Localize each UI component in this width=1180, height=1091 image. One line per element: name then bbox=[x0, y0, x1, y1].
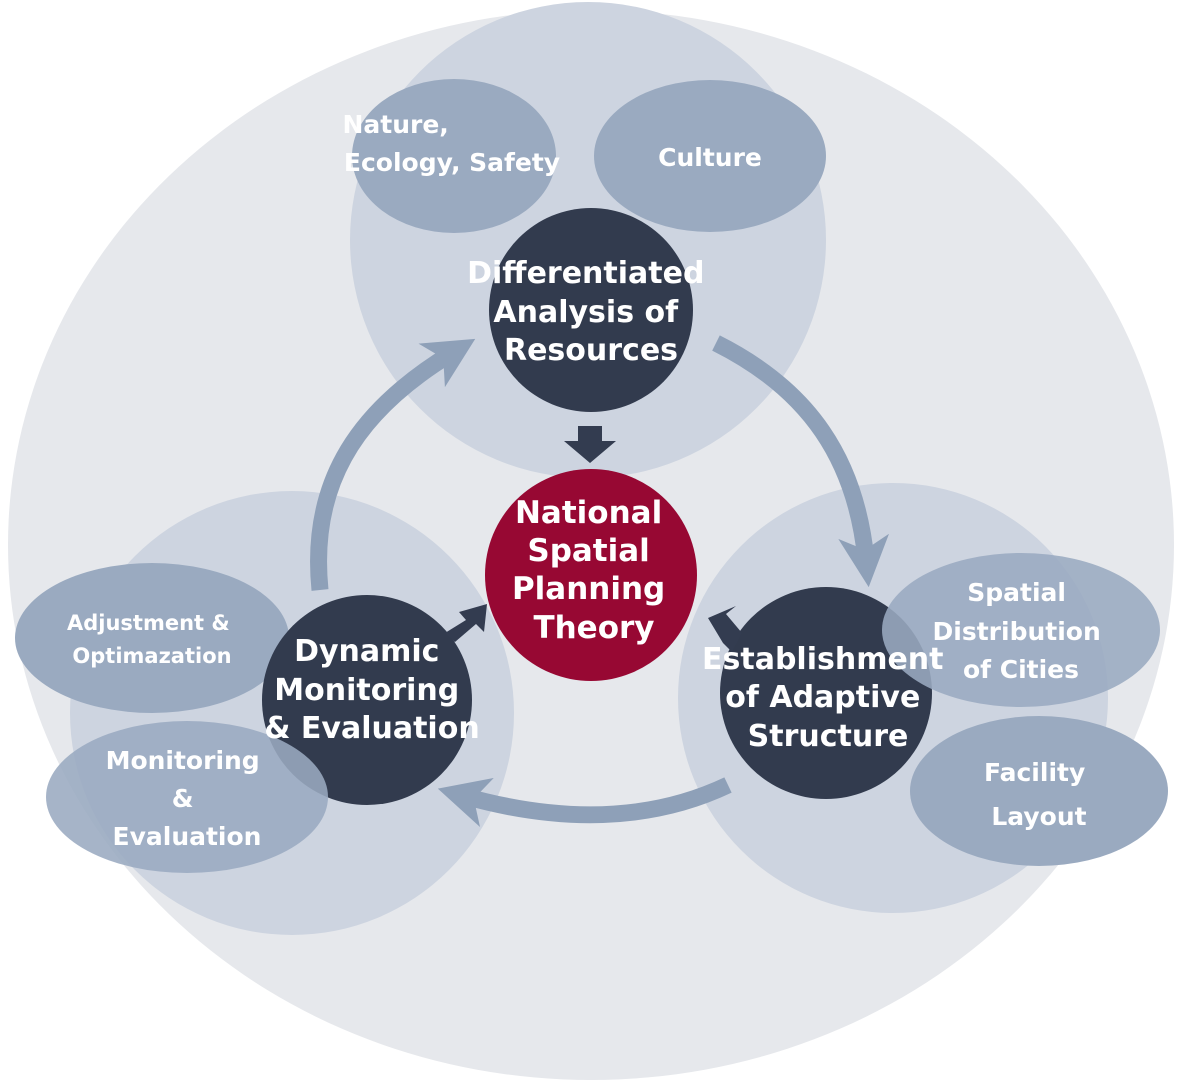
satellite-label-line: Evaluation bbox=[113, 822, 262, 851]
satellite-monitoring-evaluation-label: Monitoring & Evaluation bbox=[106, 746, 269, 851]
satellite-label-line: Monitoring bbox=[106, 746, 260, 775]
arrow-right-to-center bbox=[708, 606, 742, 652]
satellite-label-line: Layout bbox=[991, 802, 1086, 831]
node-label-line: Analysis of bbox=[493, 295, 679, 330]
node-establishment-adaptive-structure bbox=[720, 587, 932, 799]
satellite-label-line: & bbox=[172, 784, 194, 813]
node-label-line: Dynamic bbox=[294, 634, 439, 669]
node-label-line: Establishment bbox=[702, 642, 944, 677]
cycle-arrow-right-to-left bbox=[437, 777, 732, 827]
satellite-label-line: Distribution bbox=[933, 617, 1101, 646]
satellite-label-line: Ecology, Safety bbox=[344, 148, 560, 177]
satellite-adjustment-optimization bbox=[15, 563, 289, 713]
node-label-line: Resources bbox=[504, 333, 678, 368]
center-label-line: Spatial bbox=[527, 533, 649, 569]
node-differentiated-analysis bbox=[489, 208, 693, 412]
satellite-label-line: Nature, bbox=[342, 110, 448, 139]
node-dynamic-monitoring bbox=[262, 595, 472, 805]
cycle-arrow-left-to-top bbox=[310, 338, 476, 591]
satellite-label-line: Optimazation bbox=[72, 644, 231, 668]
satellite-facility-layout-label: Facility Layout bbox=[984, 758, 1094, 831]
satellite-label-line: Spatial bbox=[967, 578, 1066, 607]
center-label-line: Theory bbox=[533, 610, 654, 646]
arrow-left-to-center bbox=[445, 604, 487, 642]
satellite-label-line: Facility bbox=[984, 758, 1085, 787]
satellite-spatial-distribution-label: Spatial Distribution of Cities bbox=[933, 578, 1110, 684]
node-label-line: & Evaluation bbox=[264, 711, 479, 746]
satellite-label-line: Adjustment & bbox=[67, 611, 230, 635]
satellite-facility-layout bbox=[910, 716, 1168, 866]
center-label-line: Planning bbox=[512, 571, 665, 607]
center-label-line: National bbox=[515, 495, 662, 531]
satellite-adjustment-optimization-label: Adjustment & Optimazation bbox=[67, 611, 237, 668]
satellite-spatial-distribution bbox=[882, 553, 1160, 707]
center-label: National Spatial Planning Theory bbox=[512, 495, 676, 646]
satellite-monitoring-evaluation bbox=[46, 721, 328, 873]
satellite-label-line: of Cities bbox=[963, 655, 1079, 684]
satellite-nature-ecology-safety bbox=[352, 79, 556, 233]
arrow-top-to-center bbox=[564, 426, 616, 463]
node-label-line: Monitoring bbox=[274, 673, 459, 708]
cycle-arrow-top-to-right bbox=[712, 335, 889, 588]
node-label-line: of Adaptive bbox=[725, 680, 920, 715]
node-dynamic-monitoring-label: Dynamic Monitoring & Evaluation bbox=[264, 634, 479, 746]
node-establishment-adaptive-structure-label: Establishment of Adaptive Structure bbox=[702, 642, 954, 754]
satellite-nature-ecology-safety-label: Nature, Ecology, Safety bbox=[342, 110, 560, 177]
node-label-line: Differentiated bbox=[467, 256, 704, 291]
satellite-culture bbox=[594, 80, 826, 232]
satellite-culture-label: Culture bbox=[658, 143, 762, 172]
center-national-spatial-planning bbox=[485, 469, 697, 681]
node-label-line: Structure bbox=[748, 719, 909, 754]
node-differentiated-analysis-label: Differentiated Analysis of Resources bbox=[467, 256, 715, 368]
